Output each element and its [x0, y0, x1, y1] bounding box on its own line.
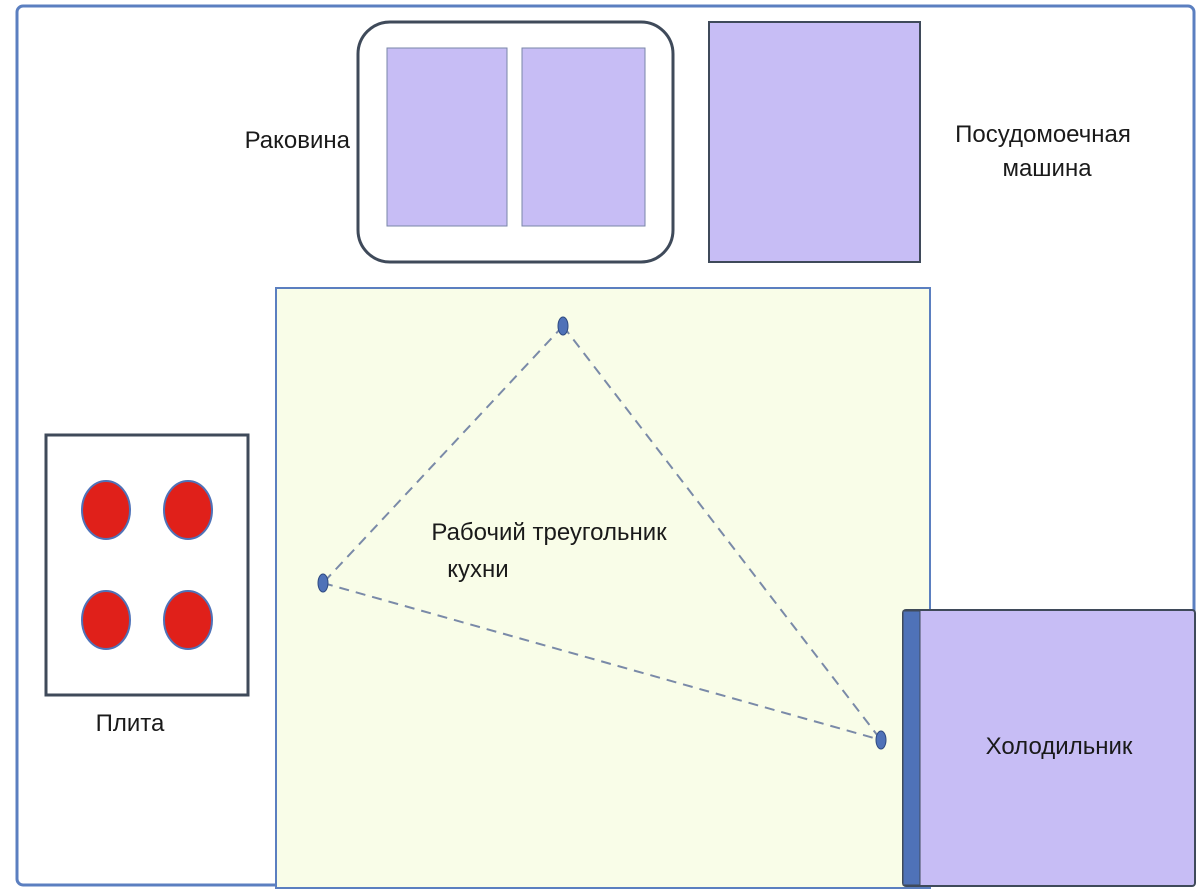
- burner: [163, 480, 213, 540]
- burner: [163, 590, 213, 650]
- triangle-edge: [322, 582, 882, 741]
- fridge-label: Холодильник: [986, 733, 1133, 760]
- triangle-label-line2: кухни: [447, 556, 508, 583]
- work-triangle: [317, 316, 887, 750]
- triangle-edge: [562, 325, 882, 741]
- stove: [44, 433, 250, 697]
- sink-label: Раковина: [245, 127, 351, 154]
- dishwasher-label-line1: Посудомоечная: [955, 121, 1131, 148]
- sink-bowl-left: [386, 47, 508, 227]
- triangle-vertex-stove: [317, 573, 329, 593]
- triangle-edge: [322, 325, 564, 584]
- stove-body: [44, 433, 250, 697]
- burner: [81, 590, 131, 650]
- dishwasher: [708, 21, 921, 263]
- stove-label: Плита: [96, 710, 165, 737]
- work-area: [275, 287, 931, 889]
- burner: [81, 480, 131, 540]
- sink: [356, 20, 675, 264]
- dishwasher-label-line2: машина: [1002, 155, 1092, 182]
- triangle-vertex-fridge: [875, 730, 887, 750]
- triangle-vertex-sink: [557, 316, 569, 336]
- triangle-label-line1: Рабочий треугольник: [431, 519, 667, 546]
- sink-bowl-right: [521, 47, 646, 227]
- fridge: [902, 609, 1196, 887]
- fridge-door: [902, 610, 921, 886]
